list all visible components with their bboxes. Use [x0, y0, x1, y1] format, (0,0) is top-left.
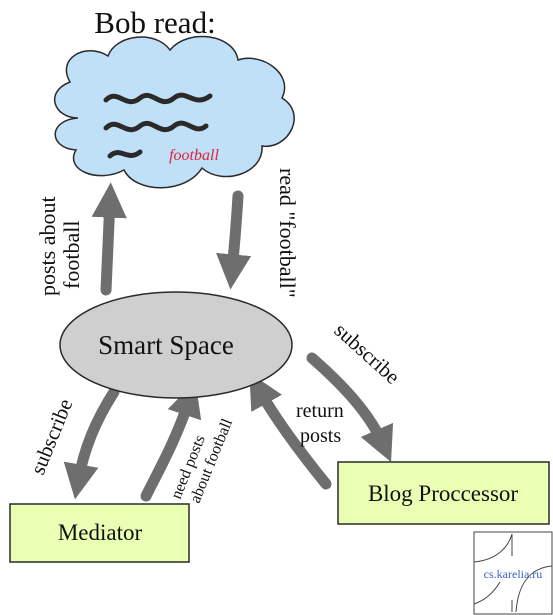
- label-subscribe-left: subscribe: [25, 395, 77, 478]
- arrow-need-posts: [140, 381, 202, 502]
- label-read-football: read "football": [275, 168, 300, 298]
- label-football: football: [59, 221, 84, 289]
- label-return: return: [296, 400, 344, 422]
- arrow-posts-to-cloud: [91, 182, 127, 296]
- smart-space-node: [59, 291, 293, 399]
- cloud-shape: [53, 35, 295, 189]
- mediator-node: [9, 503, 190, 563]
- cloud-keyword: football: [169, 147, 219, 164]
- mediator-label: Mediator: [58, 520, 143, 545]
- squiggle-icon: [103, 92, 213, 105]
- squiggle-icon: [107, 149, 143, 159]
- arrow-subscribe-blog: [306, 352, 394, 463]
- smart-space-label: Smart Space: [98, 330, 234, 360]
- diagram-title: Bob read:: [94, 5, 215, 40]
- label-posts: posts: [300, 425, 341, 447]
- arrow-return-posts: [249, 372, 332, 490]
- arrow-subscribe-mediator: [63, 386, 120, 500]
- label-posts-about: posts about: [35, 196, 60, 296]
- cs-karelia-logo: cs.karelia.ru: [473, 531, 553, 615]
- squiggle-icon: [103, 120, 209, 133]
- blog-processor-node: [337, 461, 550, 525]
- blog-processor-label: Blog Proccessor: [368, 481, 518, 506]
- logo-text: cs.karelia.ru: [484, 567, 543, 581]
- arrow-read-football: [216, 190, 252, 290]
